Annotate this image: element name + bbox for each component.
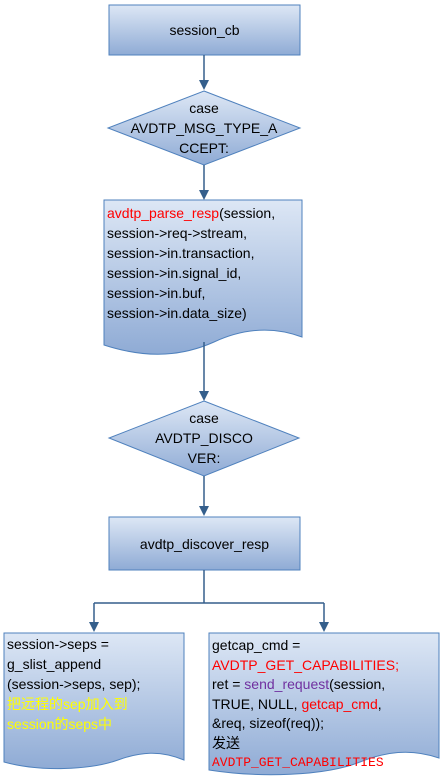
getcap-line1: getcap_cmd = bbox=[212, 637, 301, 653]
seps-append-line3: (session->seps, sep); bbox=[7, 676, 141, 692]
parse-resp-line2: session->req->stream, bbox=[107, 225, 248, 241]
parse-resp-line5: session->in.buf, bbox=[107, 285, 206, 301]
discover-resp-label: avdtp_discover_resp bbox=[139, 536, 270, 552]
seps-append-label: session->seps = g_slist_append (session-… bbox=[7, 634, 185, 734]
case-accept-line2: AVDTP_MSG_TYPE_A bbox=[130, 120, 278, 136]
parse-resp-line6: session->in.data_size) bbox=[107, 305, 247, 321]
case-discover-line1: case bbox=[189, 410, 219, 426]
getcap-cmd-ref: getcap_cmd bbox=[301, 695, 378, 712]
seps-append-note2: session的seps中 bbox=[7, 716, 113, 732]
getcap-line6: 发送 bbox=[212, 734, 240, 751]
case-accept-label: case AVDTP_MSG_TYPE_A CCEPT: bbox=[108, 98, 300, 158]
getcap-document bbox=[208, 632, 440, 776]
case-discover-line3: VER: bbox=[187, 450, 221, 466]
parse-resp-line1: (session, bbox=[219, 205, 276, 221]
parse-resp-line4: session->in.signal_id, bbox=[107, 265, 242, 281]
getcap-label: getcap_cmd = AVDTP_GET_CAPABILITIES; ret… bbox=[212, 636, 440, 773]
seps-append-note1: 把远程的sep加入到 bbox=[7, 696, 128, 712]
getcap-send-request: send_request bbox=[244, 676, 330, 692]
parse-resp-line3: session->in.transaction, bbox=[107, 245, 255, 261]
parse-resp-document bbox=[103, 199, 303, 355]
case-accept-line3: CCEPT: bbox=[179, 140, 229, 156]
getcap-line5: &req, sizeof(req)); bbox=[212, 715, 325, 731]
case-discover-label: case AVDTP_DISCO VER: bbox=[109, 408, 299, 468]
seps-append-line1: session->seps = bbox=[7, 636, 109, 652]
parse-resp-func: avdtp_parse_resp bbox=[107, 205, 220, 221]
discover-resp-box bbox=[108, 516, 301, 571]
getcap-line4c: , bbox=[377, 695, 382, 712]
getcap-line2: AVDTP_GET_CAPABILITIES; bbox=[212, 656, 399, 673]
seps-append-line2: g_slist_append bbox=[7, 656, 102, 672]
case-discover-line2: AVDTP_DISCO bbox=[155, 430, 253, 446]
session-cb-box bbox=[108, 4, 301, 56]
getcap-line4a: TRUE, NULL, bbox=[212, 695, 302, 712]
session-cb-label: session_cb bbox=[169, 22, 240, 38]
getcap-line3a: ret = bbox=[212, 676, 245, 692]
getcap-line3c: (session, bbox=[329, 676, 386, 692]
seps-append-document bbox=[3, 632, 185, 770]
case-accept-line1: case bbox=[189, 100, 219, 116]
getcap-line7: AVDTP_GET_CAPABILITIES bbox=[212, 755, 384, 770]
parse-resp-label: avdtp_parse_resp(session, session->req->… bbox=[107, 203, 302, 323]
